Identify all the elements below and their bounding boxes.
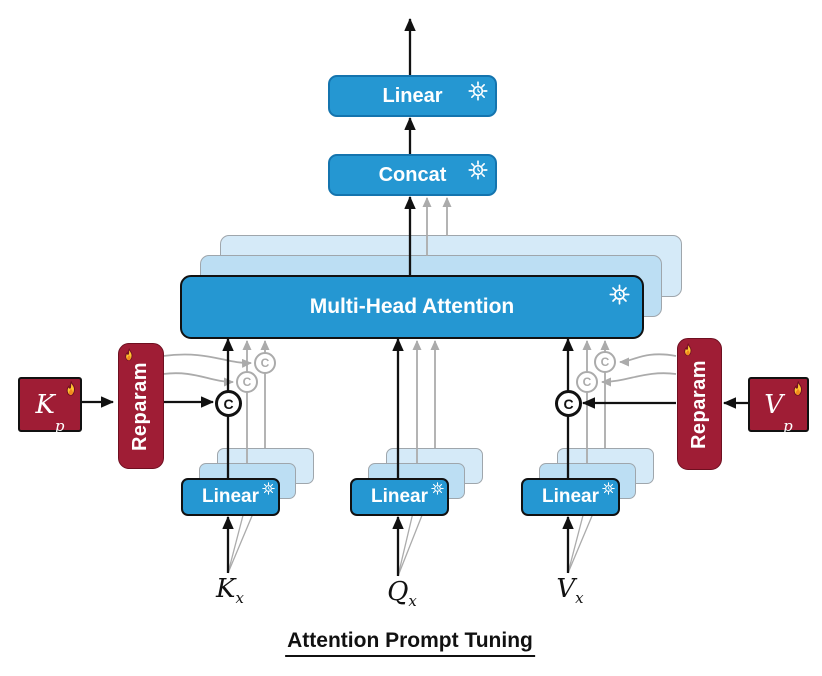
linear-output-label: Linear: [382, 84, 443, 107]
linear-q-box: Linear: [350, 478, 449, 516]
linear-v-box: Linear: [521, 478, 620, 516]
concat-op-k-ghost: C: [254, 352, 276, 374]
multi-head-attention-box: Multi-Head Attention: [180, 275, 644, 339]
snowflake-icon: [262, 482, 275, 495]
diagram-title: Attention Prompt Tuning: [285, 629, 535, 657]
snowflake-icon: [602, 482, 615, 495]
snowflake-icon: [609, 284, 630, 305]
snowflake-icon: [468, 81, 488, 101]
snowflake-icon: [468, 160, 488, 180]
linear-output-box: Linear: [328, 75, 497, 117]
flame-icon: [64, 381, 78, 399]
concat-op-k: C: [215, 390, 242, 417]
concat-op-k-ghost: C: [236, 371, 258, 393]
kp-label: K: [35, 389, 55, 420]
linear-k-box: Linear: [181, 478, 280, 516]
linear-v-label: Linear: [541, 486, 600, 507]
reparam-left-label: Reparam: [129, 361, 152, 451]
reparam-left-box: Reparam: [118, 343, 164, 469]
concat-label: Concat: [378, 163, 447, 186]
vp-label: V: [764, 389, 784, 420]
concat-op-v-ghost: C: [594, 351, 616, 373]
reparam-right-box: Reparam: [677, 338, 722, 470]
concat-op-v-ghost: C: [576, 371, 598, 393]
linear-k-label: Linear: [201, 486, 260, 507]
flame-icon: [682, 343, 694, 359]
concat-box: Concat: [328, 154, 497, 196]
multi-head-attention-label: Multi-Head Attention: [309, 295, 515, 318]
flame-icon: [791, 381, 805, 399]
snowflake-icon: [431, 482, 444, 495]
concat-op-v: C: [555, 390, 582, 417]
linear-q-label: Linear: [370, 486, 429, 507]
reparam-right-label: Reparam: [688, 359, 711, 449]
flame-icon: [123, 348, 135, 364]
